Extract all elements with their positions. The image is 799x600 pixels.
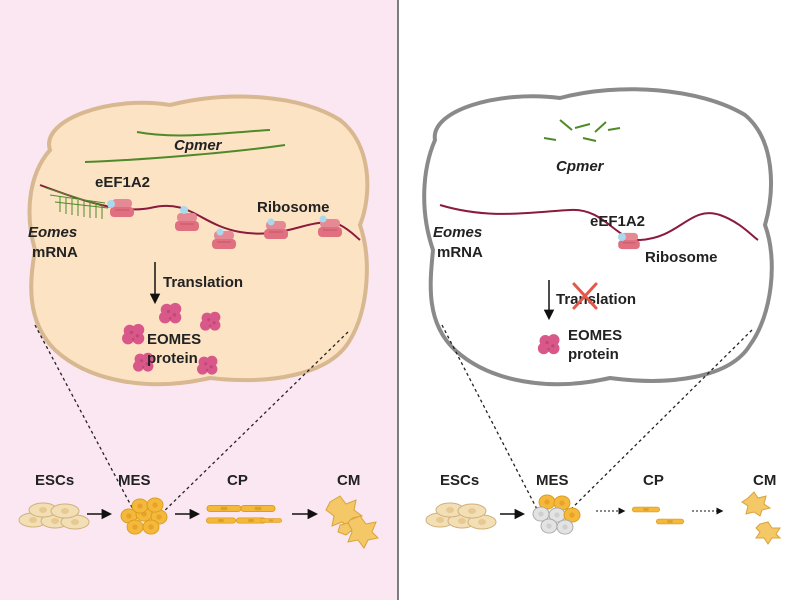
- right-eef1a2-factor: [618, 233, 626, 241]
- left-translation-label: Translation: [163, 274, 243, 291]
- left-cpmer-strands: [84, 129, 286, 163]
- left-zoom-lines: [34, 324, 349, 521]
- right-mrna-label: mRNA: [437, 244, 483, 261]
- left-stage-cm: CM: [337, 472, 360, 489]
- left-cell-membrane: [27, 94, 370, 387]
- right-stage-mes: MES: [536, 472, 569, 489]
- left-nascent-strands: [45, 187, 109, 219]
- left-eomes-protein-label-2: protein: [147, 350, 198, 367]
- right-stage-cp: CP: [643, 472, 664, 489]
- right-cpmer-label: Cpmer: [556, 158, 605, 175]
- right-stage-escs: ESCs: [440, 472, 479, 489]
- right-eomes-protein-label-2: protein: [568, 346, 619, 363]
- right-cell-membrane: [422, 87, 774, 387]
- left-cpmer-label: Cpmer: [174, 137, 223, 154]
- left-eomes-protein-label: EOMES: [147, 331, 201, 348]
- right-stage-cm: CM: [753, 472, 776, 489]
- left-eef1a2-label: eEF1A2: [95, 174, 150, 191]
- right-translation-label: Translation: [556, 291, 636, 308]
- left-stage-mes: MES: [118, 472, 151, 489]
- left-stage-cp: CP: [227, 472, 248, 489]
- left-eef1a2-factors: [107, 200, 327, 236]
- right-ribosome-label: Ribosome: [645, 249, 718, 266]
- left-cm-cells: [325, 495, 380, 549]
- right-block-cross: [572, 282, 598, 310]
- left-eomes-label: Eomes: [28, 224, 77, 241]
- right-cp-cells: [632, 506, 684, 525]
- left-ribosome-label: Ribosome: [257, 199, 330, 216]
- right-eomes-protein: [537, 334, 560, 355]
- right-eomes-protein-label: EOMES: [568, 327, 622, 344]
- right-eef1a2-label: eEF1A2: [590, 213, 645, 230]
- left-stage-escs: ESCs: [35, 472, 74, 489]
- left-mrna-label: mRNA: [32, 244, 78, 261]
- right-mes-cells: [532, 494, 581, 535]
- right-cm-cells: [741, 491, 782, 545]
- right-cpmer-fragments: [543, 119, 621, 142]
- right-eomes-label: Eomes: [433, 224, 482, 241]
- right-escs-cells: [425, 502, 497, 530]
